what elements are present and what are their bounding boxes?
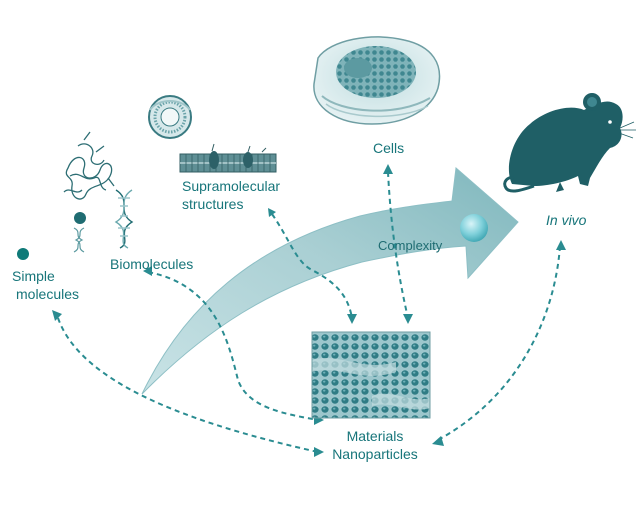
cell-icon <box>313 36 441 125</box>
label-supramolecular-2: structures <box>182 196 244 212</box>
label-nanoparticles: Nanoparticles <box>332 446 418 462</box>
connector-cells-to-materials <box>387 171 409 319</box>
protein-structure-icon <box>63 131 115 200</box>
simple-molecule-dot-icon <box>17 248 29 260</box>
connector-group <box>57 171 561 453</box>
label-complexity: Complexity <box>378 238 443 253</box>
dna-helix-icon <box>114 189 134 249</box>
biomolecule-bead-icon <box>74 212 86 224</box>
mouse-icon <box>503 93 636 193</box>
complexity-arrow <box>141 167 519 395</box>
label-simple-molecules-2: molecules <box>16 286 80 302</box>
membrane-icon <box>179 143 277 173</box>
label-materials: Materials <box>346 428 404 444</box>
connector-simple-to-materials <box>57 317 319 453</box>
connector-biomolecules-to-materials <box>147 271 319 421</box>
label-simple-molecules-1: Simple <box>12 268 55 284</box>
label-biomolecules: Biomolecules <box>110 256 194 272</box>
small-helix-icon <box>73 227 85 253</box>
label-in-vivo: In vivo <box>546 212 587 228</box>
complexity-bead-icon <box>460 214 488 242</box>
connector-arrowheads <box>52 164 566 457</box>
connector-invivo-to-materials <box>437 245 561 441</box>
liposome-icon <box>148 95 192 139</box>
nanoparticle-array-icon <box>311 331 431 419</box>
label-cells: Cells <box>373 140 405 156</box>
label-supramolecular-1: Supramolecular <box>182 178 281 194</box>
